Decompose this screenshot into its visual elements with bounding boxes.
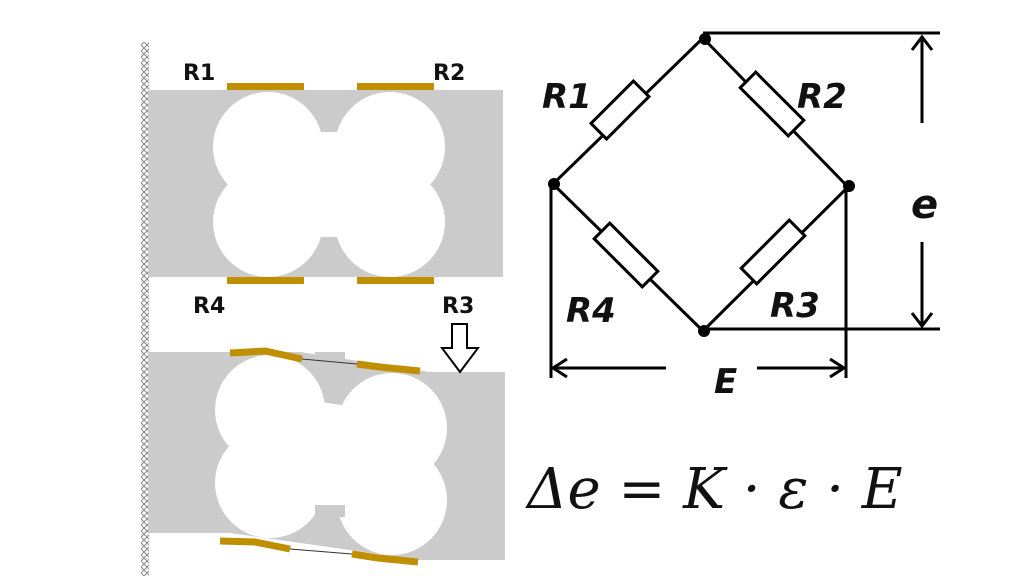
gauge-connector-top (301, 358, 358, 365)
gauge-label-r1: R1 (183, 61, 215, 86)
circuit-label-r1: R1 (542, 77, 592, 117)
deformed-gauge-r4 (219, 537, 291, 553)
node-top (699, 33, 711, 45)
excitation-voltage-label: E (714, 362, 737, 402)
node-left (548, 178, 560, 190)
gauge-label-r2: R2 (433, 61, 465, 86)
deformed-gauge-r1 (229, 347, 303, 363)
resistor-r2 (738, 70, 806, 138)
load-cell-unloaded: R1 R2 R4 R3 (148, 61, 503, 319)
load-cell-loaded (148, 323, 505, 566)
gauge-r4 (227, 277, 304, 284)
fixed-wall-hatch (141, 42, 149, 576)
beam-holes (213, 92, 445, 277)
gauge-label-r4: R4 (193, 294, 225, 319)
output-voltage-label: e (911, 182, 938, 228)
bridge-output-formula: Δe = K · ε · E (525, 457, 903, 522)
resistor-r4 (592, 221, 660, 289)
circuit-label-r2: R2 (797, 77, 847, 117)
load-arrow-icon (440, 323, 480, 374)
resistor-r1 (588, 78, 652, 142)
resistor-r3 (739, 218, 807, 286)
gauge-r2 (357, 83, 434, 90)
node-bottom (698, 325, 710, 337)
deformed-beam-holes (215, 352, 447, 555)
wheatstone-bridge (548, 31, 940, 379)
deformed-gauge-r3 (351, 550, 419, 566)
gauge-r1 (227, 83, 304, 90)
node-right (843, 180, 855, 192)
gauge-r3 (357, 277, 434, 284)
circuit-label-r4: R4 (566, 291, 616, 331)
gauge-connector-bottom (289, 548, 353, 555)
circuit-label-r3: R3 (770, 286, 820, 326)
gauge-label-r3: R3 (442, 294, 474, 319)
deformed-gauge-r2 (356, 360, 421, 375)
